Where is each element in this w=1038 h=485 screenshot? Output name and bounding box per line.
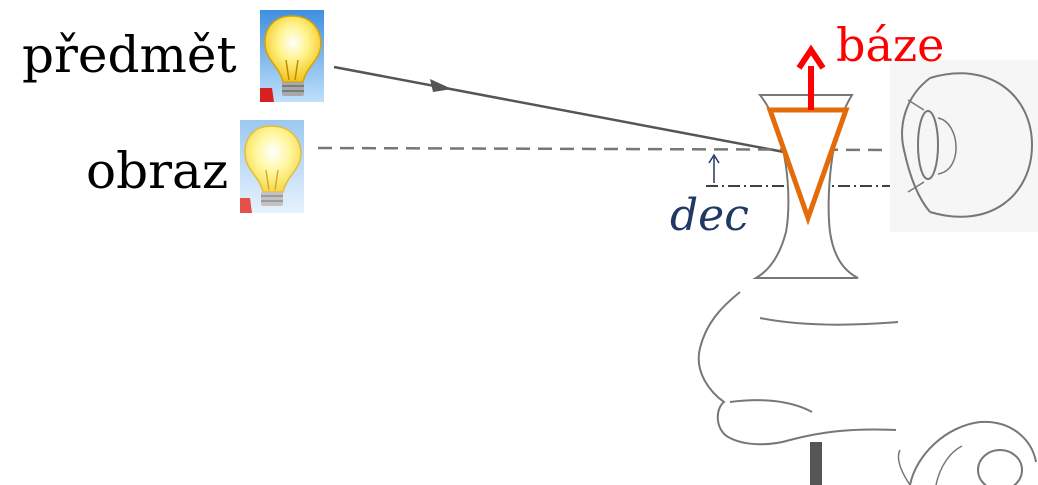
eye-icon: [890, 60, 1038, 232]
base-label: báze: [836, 18, 945, 72]
base-arrow: [796, 44, 826, 110]
frame-bar: [810, 442, 822, 485]
prism: [766, 107, 850, 226]
eye-icon: [897, 420, 1037, 485]
decentration-arrow: [708, 153, 720, 183]
decentration-label: dec: [670, 190, 749, 241]
nose-icon: [697, 291, 899, 446]
light-ray: [333, 65, 801, 157]
lightbulb-icon: [240, 120, 304, 213]
ray-arrowhead: [430, 79, 452, 92]
lightbulb-icon: [260, 10, 324, 102]
image-label: obraz: [86, 142, 229, 200]
object-label: předmět: [22, 26, 237, 84]
